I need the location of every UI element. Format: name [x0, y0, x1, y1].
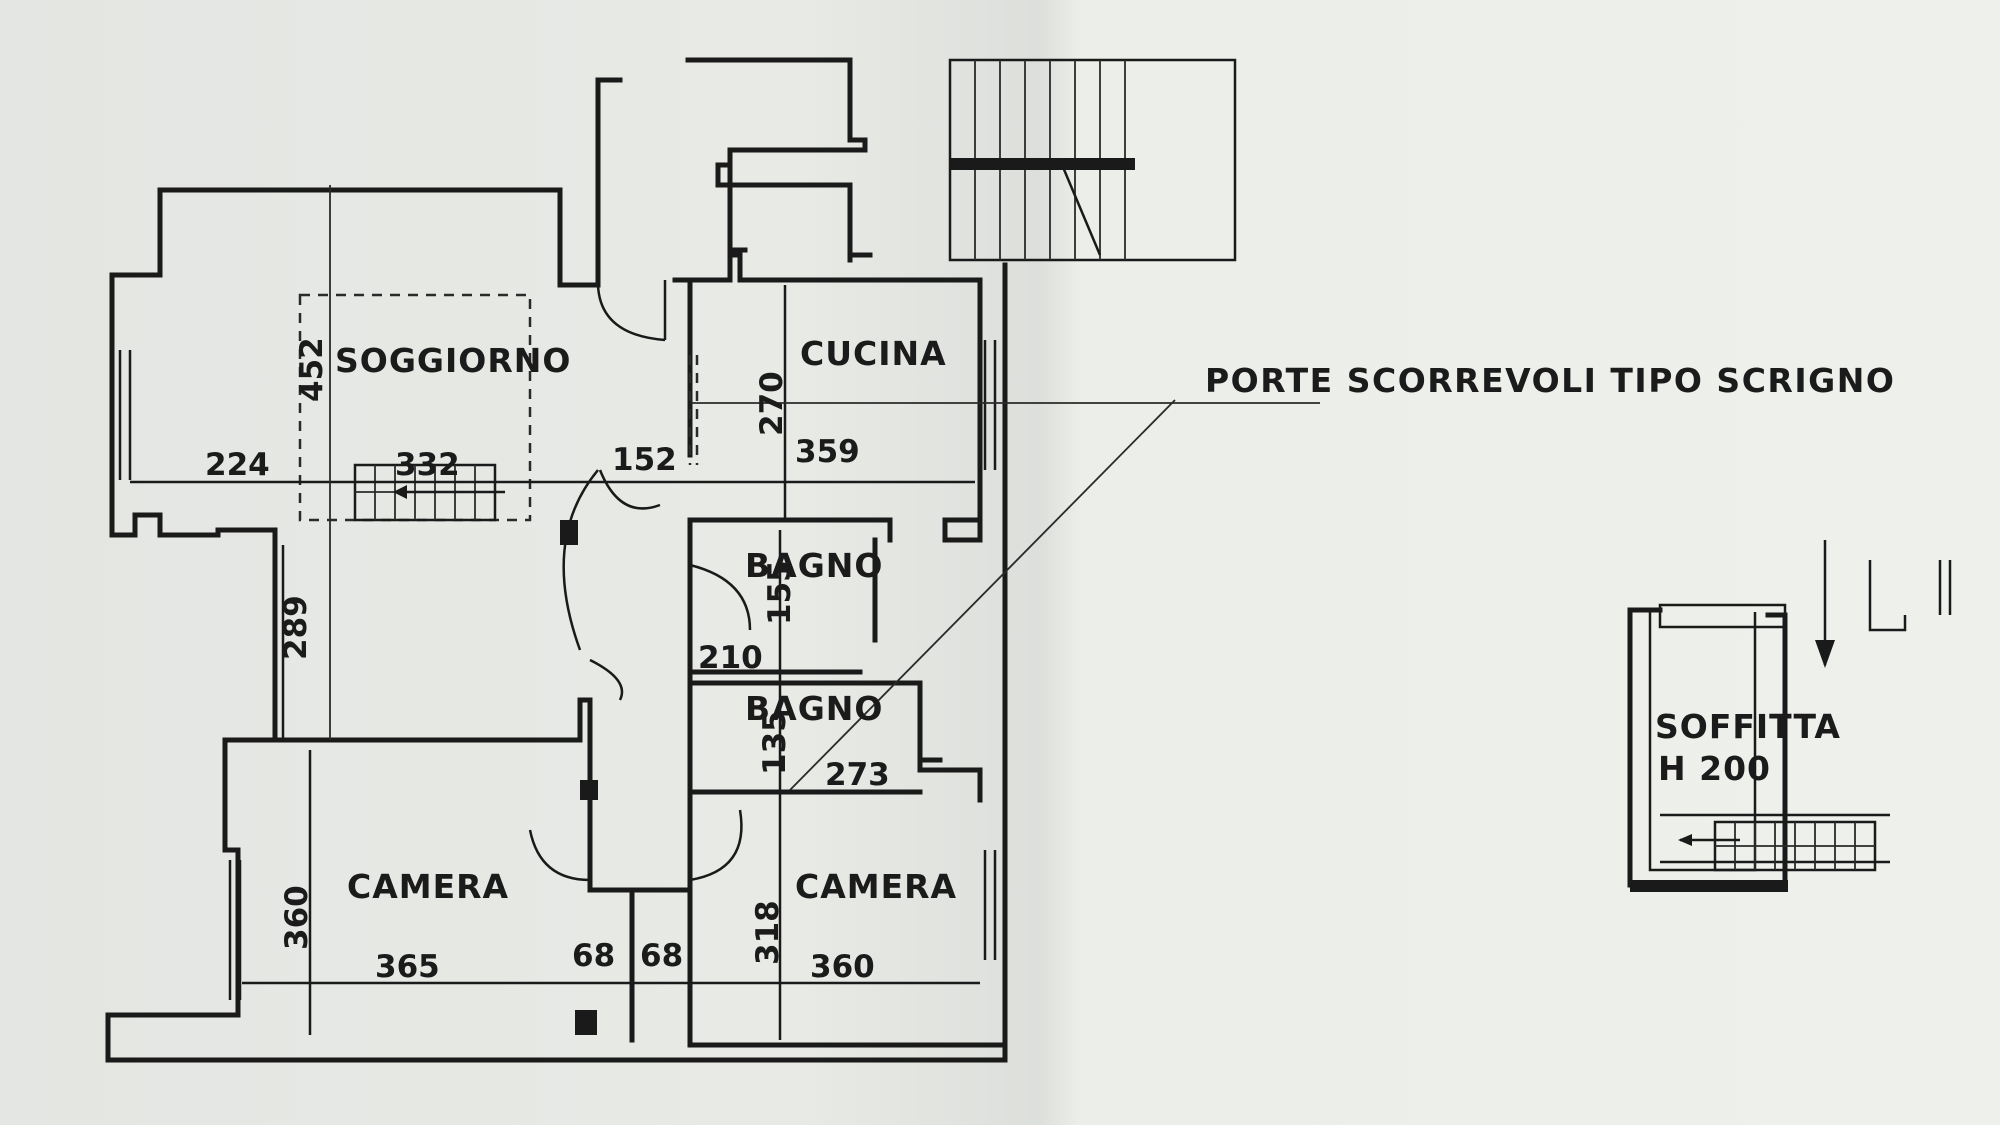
dimension-label: 360: [279, 885, 315, 950]
room-label-bagno-1: BAGNO: [745, 546, 883, 585]
dimension-label: 289: [278, 595, 314, 660]
dimension-label: 135: [757, 710, 793, 775]
note-sliding-doors: PORTE SCORREVOLI TIPO SCRIGNO: [1205, 361, 1895, 400]
soffitta-plan: [1627, 540, 1952, 892]
stairs-upper: [948, 58, 1237, 262]
dimension-label: 273: [825, 757, 890, 793]
dimension-label: 359: [795, 434, 860, 470]
dimension-label: 365: [375, 949, 440, 985]
dimension-label: 68: [572, 938, 615, 974]
room-label-camera-right: CAMERA: [795, 867, 957, 906]
dimension-label: 152: [612, 442, 677, 478]
room-label-soggiorno: SOGGIORNO: [335, 341, 571, 380]
dimension-label: 224: [205, 447, 270, 483]
room-label-cucina: CUCINA: [800, 334, 947, 373]
dimension-label: 68: [640, 938, 683, 974]
room-label-camera-left: CAMERA: [347, 867, 509, 906]
stairs-soggiorno: [353, 463, 505, 522]
dimension-label: 360: [810, 949, 875, 985]
dimension-label: 332: [395, 447, 460, 483]
dining-table-dashed: [298, 293, 532, 522]
dimension-label: 452: [294, 337, 330, 402]
dimension-lines: [130, 185, 1320, 1040]
exterior-walls: [105, 57, 1008, 1063]
doors: [528, 280, 752, 882]
room-label-soffitta: SOFFITTA: [1655, 707, 1841, 746]
room-label-bagno-2: BAGNO: [745, 689, 883, 728]
dimension-label: 210: [698, 640, 763, 676]
dimension-label: 270: [754, 371, 790, 436]
room-label-soffitta-height: H 200: [1658, 749, 1771, 788]
dimension-label: 155: [762, 560, 798, 625]
dimension-label: 318: [750, 900, 786, 965]
interior-walls: [237, 162, 1008, 1048]
